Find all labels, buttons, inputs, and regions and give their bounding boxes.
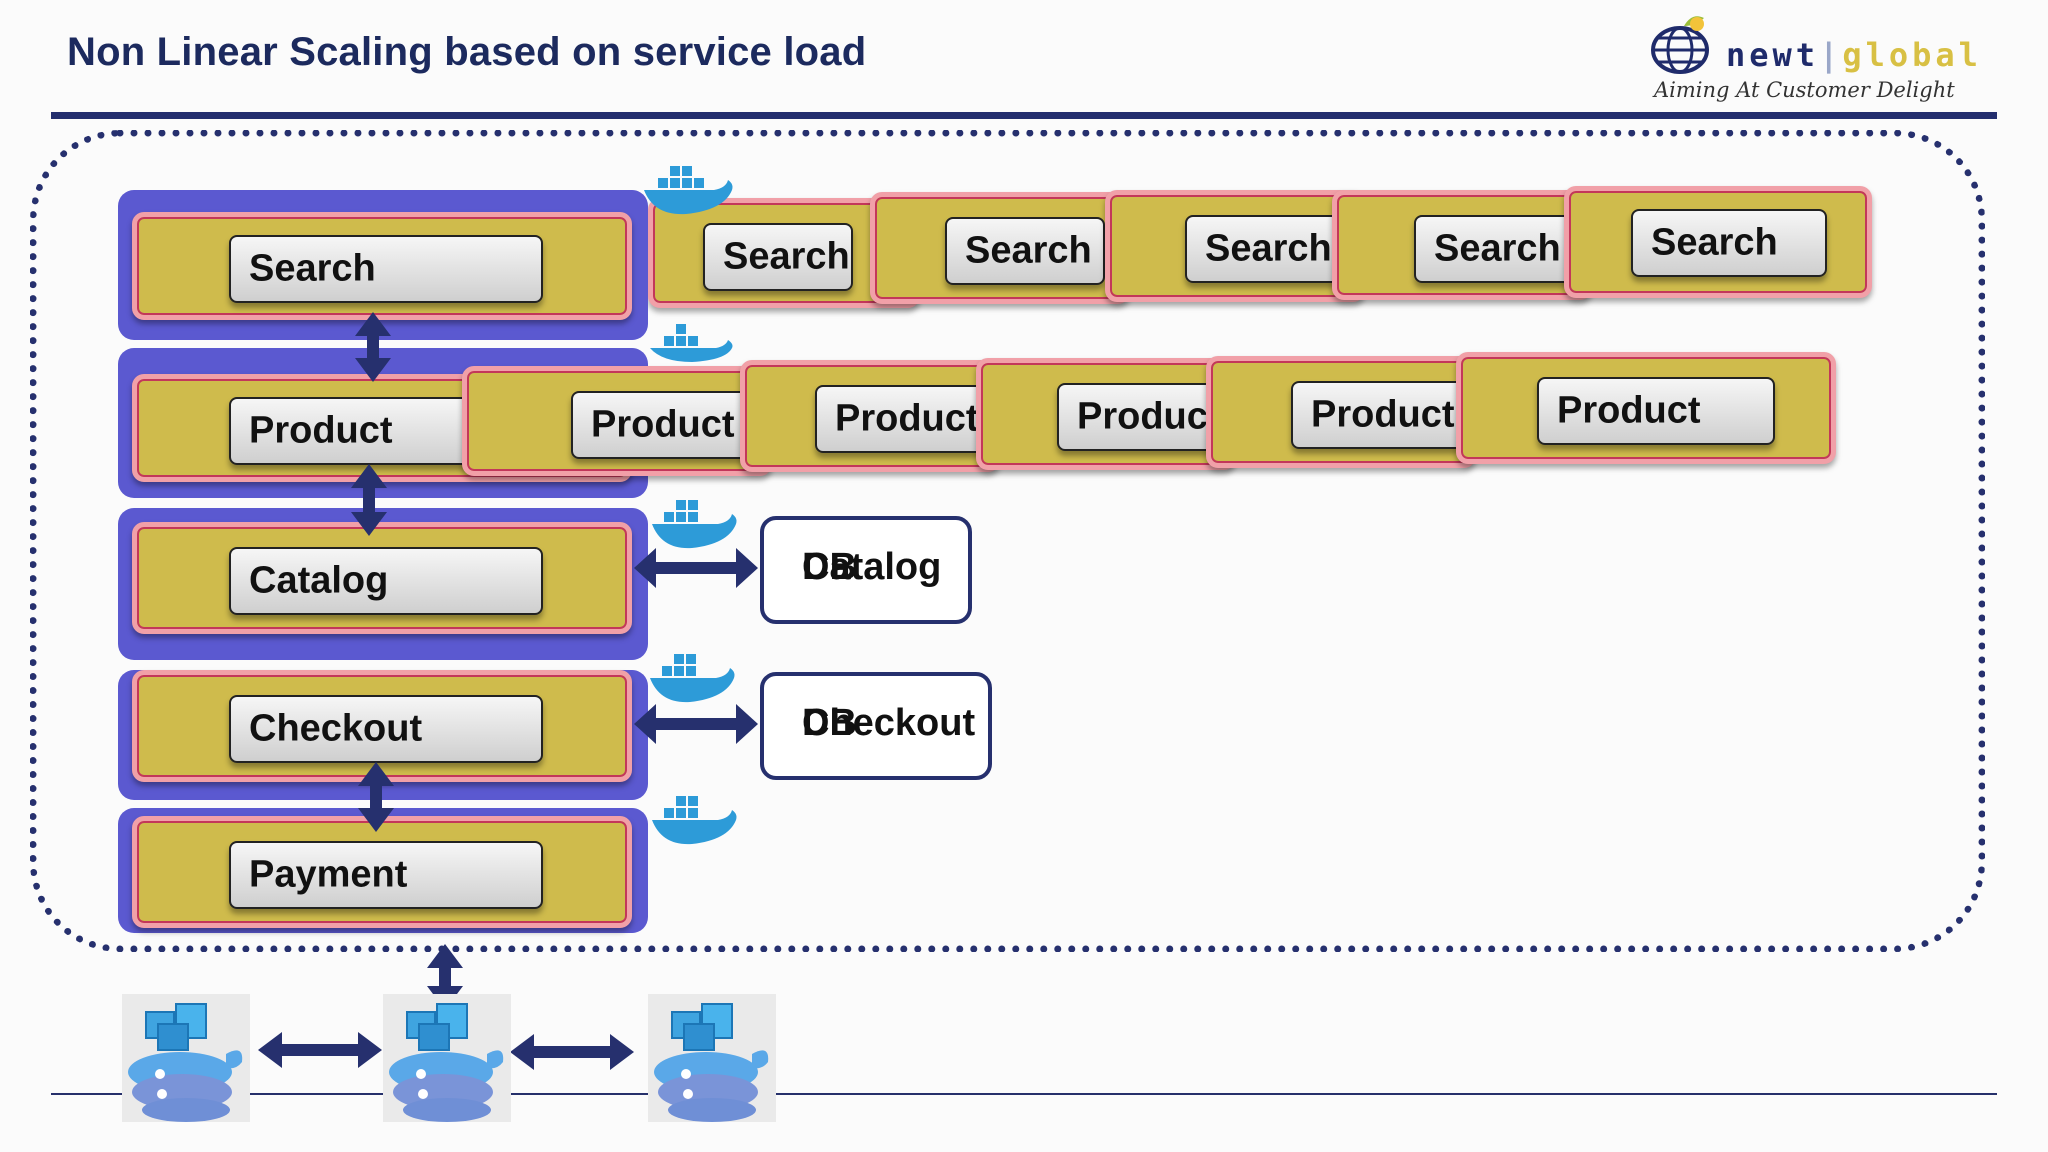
product-replica-button[interactable]: Product xyxy=(1537,377,1775,445)
cluster-to-host-double-arrow-icon xyxy=(427,944,463,1010)
search-service-button[interactable]: Search xyxy=(229,235,543,303)
product-replica-label: Product xyxy=(1311,393,1455,436)
footer-divider xyxy=(51,1093,1997,1095)
checkout-service-label: Checkout xyxy=(249,707,423,750)
catalog-service-card: Catalog xyxy=(132,522,632,634)
checkout-db-line1: Checkout xyxy=(802,702,976,744)
title-divider xyxy=(51,112,1997,119)
docker-swarm-host-icon xyxy=(648,994,776,1122)
checkout-payment-double-arrow-icon xyxy=(358,762,394,832)
product-replica-label: Product xyxy=(1077,395,1221,438)
product-replica-card: Product xyxy=(1456,352,1836,464)
catalog-db-line2: DB xyxy=(802,546,857,588)
product-service-label: Product xyxy=(249,409,393,452)
docker-whale-icon xyxy=(652,796,737,845)
logo-name-right: global xyxy=(1842,36,1982,74)
slide-title: Non Linear Scaling based on service load xyxy=(67,30,867,74)
search-replica-label: Search xyxy=(723,235,850,278)
search-replica-button[interactable]: Search xyxy=(1185,215,1345,283)
catalog-db-double-arrow-icon xyxy=(634,548,758,588)
search-replica-button[interactable]: Search xyxy=(703,223,853,291)
search-replica-card: Search xyxy=(870,192,1130,304)
newt-global-logo: newt|global Aiming At Customer Delight xyxy=(1650,6,1980,110)
container-cluster-boundary xyxy=(30,130,1985,952)
host1-host2-double-arrow-icon xyxy=(258,1032,382,1068)
search-replica-label: Search xyxy=(1434,227,1561,270)
search-replica-card: Search xyxy=(1332,190,1592,300)
docker-whale-icon xyxy=(644,166,733,215)
checkout-db-double-arrow-icon xyxy=(634,704,758,744)
logo-name-left: newt xyxy=(1726,36,1820,74)
product-replica-label: Product xyxy=(835,397,979,440)
payment-service-button[interactable]: Payment xyxy=(229,841,543,909)
search-replica-button[interactable]: Search xyxy=(1414,215,1574,283)
docker-whale-icon xyxy=(650,654,735,703)
checkout-service-button[interactable]: Checkout xyxy=(229,695,543,763)
docker-whale-icon xyxy=(652,500,737,549)
search-replica-button[interactable]: Search xyxy=(1631,209,1827,277)
search-product-double-arrow-icon xyxy=(355,312,391,382)
search-replica-label: Search xyxy=(965,229,1092,272)
logo-separator: | xyxy=(1819,36,1843,74)
search-replica-label: Search xyxy=(1651,221,1778,264)
checkout-db-line2: DB xyxy=(802,702,857,744)
product-replica-label: Product xyxy=(1557,389,1701,432)
catalog-service-button[interactable]: Catalog xyxy=(229,547,543,615)
search-service-card: Search xyxy=(132,212,632,320)
logo-wordmark: newt|global xyxy=(1726,36,1982,74)
product-catalog-double-arrow-icon xyxy=(351,464,387,536)
search-replica-card: Search xyxy=(1105,190,1365,302)
catalog-service-label: Catalog xyxy=(249,559,389,602)
docker-swarm-host-icon xyxy=(122,994,250,1122)
product-replica-card: Product xyxy=(740,360,1000,472)
docker-swarm-host-icon xyxy=(383,994,511,1122)
product-replica-button[interactable]: Product xyxy=(815,385,995,453)
product-replica-button[interactable]: Product xyxy=(1291,381,1471,449)
search-replica-label: Search xyxy=(1205,227,1332,270)
host2-host3-double-arrow-icon xyxy=(510,1034,634,1070)
product-replica-label: Product xyxy=(591,403,735,446)
search-service-lane: Search xyxy=(118,190,648,340)
logo-tagline: Aiming At Customer Delight xyxy=(1654,78,1955,102)
search-replica-button[interactable]: Search xyxy=(945,217,1105,285)
globe-logo-icon xyxy=(1651,16,1709,74)
payment-service-label: Payment xyxy=(249,853,408,896)
search-replica-card: Search xyxy=(1564,186,1872,298)
catalog-db-line1: Catalog xyxy=(802,546,942,588)
catalog-service-lane: Catalog xyxy=(118,508,648,660)
product-replica-card: Product xyxy=(1206,356,1476,468)
docker-whale-icon xyxy=(650,324,733,362)
search-service-label: Search xyxy=(249,247,376,290)
